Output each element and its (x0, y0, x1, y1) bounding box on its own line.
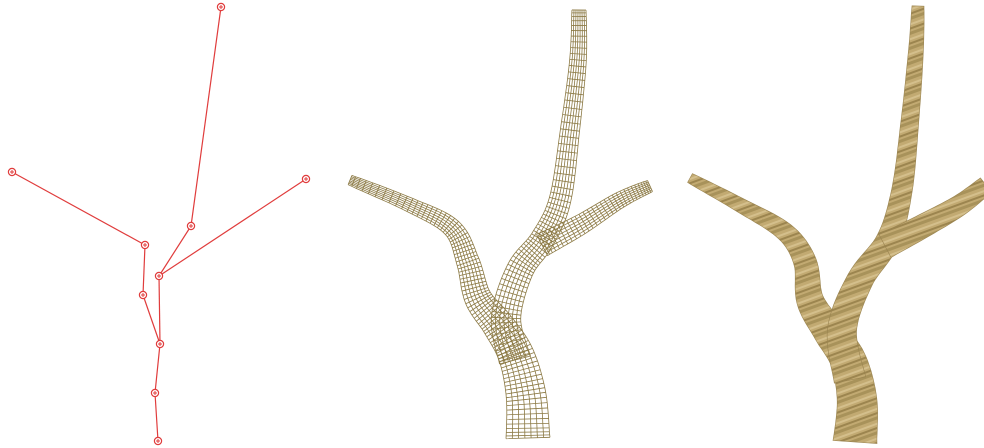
skeleton-node (8, 168, 15, 175)
skeleton-edge (143, 295, 160, 344)
textured-render (670, 0, 984, 448)
skeleton-node (217, 3, 224, 10)
wire-strand (504, 10, 578, 361)
wire-strand (351, 177, 543, 438)
skeleton-edge (12, 172, 145, 245)
skeleton-edge (155, 344, 160, 393)
skeleton-edges (12, 7, 306, 441)
bark-tube (827, 6, 924, 383)
wire-mesh-lines (348, 10, 652, 439)
skeleton-edge (159, 179, 306, 276)
skeleton-node (139, 291, 146, 298)
skeleton-node (155, 272, 162, 279)
skeleton-graph (0, 0, 330, 448)
skeleton-edge (191, 7, 221, 226)
skeleton-node (141, 241, 148, 248)
skeleton-edge (159, 226, 191, 276)
wireframe-panel (330, 0, 670, 448)
skeleton-panel (0, 0, 330, 448)
skeleton-edge (143, 245, 145, 295)
skeleton-nodes (8, 3, 309, 444)
skeleton-edge (155, 393, 158, 441)
wire-strand (495, 10, 574, 363)
textured-panel (670, 0, 984, 448)
skeleton-edge (159, 276, 160, 344)
skeleton-node (151, 389, 158, 396)
wireframe-mesh (330, 0, 670, 448)
skeleton-node (156, 340, 163, 347)
skeleton-node (187, 222, 194, 229)
wire-strand (350, 181, 525, 438)
skeleton-node (302, 175, 309, 182)
bark-tubes (688, 6, 984, 444)
wire-strand (491, 10, 572, 364)
wire-strand (349, 182, 519, 438)
skeleton-node (154, 437, 161, 444)
